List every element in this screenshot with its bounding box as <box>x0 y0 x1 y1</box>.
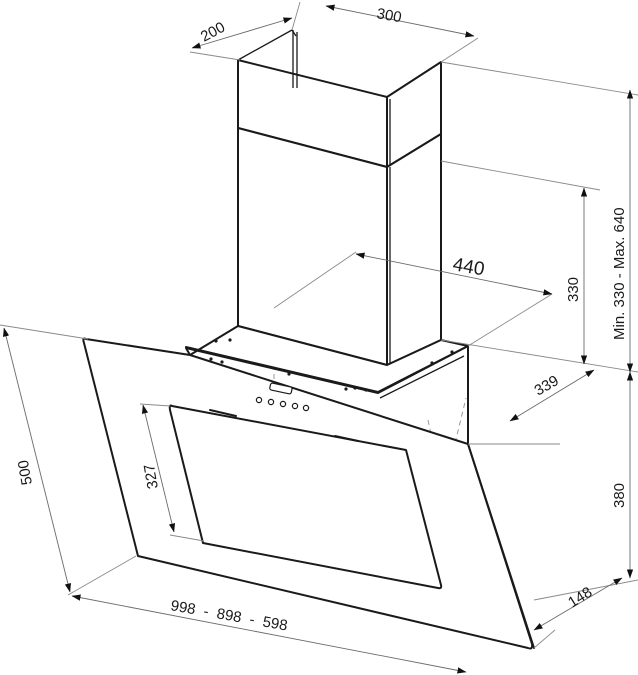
dim-line-200 <box>191 17 293 49</box>
label-lower-chimney-height: 330 <box>565 277 582 302</box>
label-body-width: 440 <box>451 254 486 280</box>
label-chimney-depth: 200 <box>198 19 228 46</box>
label-bottom-depth: 148 <box>565 584 595 612</box>
dim-line-339 <box>509 369 595 422</box>
label-body-height: 380 <box>611 483 628 508</box>
dim-line-500 <box>3 327 71 593</box>
control-panel <box>255 382 310 412</box>
label-body-depth: 339 <box>532 372 562 399</box>
dim-line-148 <box>533 577 623 631</box>
label-panel-height: 500 <box>15 459 36 487</box>
dim-line-width <box>71 594 467 674</box>
control-button-3[interactable] <box>279 400 287 408</box>
motor-body <box>185 325 469 445</box>
label-hood-widths: 998 - 898 - 598 <box>169 597 289 634</box>
label-chimney-width: 300 <box>375 5 403 26</box>
display-window-icon <box>269 382 293 395</box>
control-button-5[interactable] <box>302 404 310 412</box>
extension-lines <box>0 1 638 649</box>
control-button-2[interactable] <box>267 398 275 406</box>
dim-line-300 <box>325 4 475 38</box>
front-glass-panel <box>82 337 535 650</box>
dim-line-327 <box>141 404 176 533</box>
dimension-lines <box>3 4 634 674</box>
control-button-4[interactable] <box>291 402 299 410</box>
label-glass-height: 327 <box>141 463 162 491</box>
control-button-1[interactable] <box>255 396 263 404</box>
dim-line-440 <box>355 252 553 296</box>
chimney <box>237 29 442 366</box>
label-chimney-height-range: Min. 330 - Max. 640 <box>611 207 628 340</box>
